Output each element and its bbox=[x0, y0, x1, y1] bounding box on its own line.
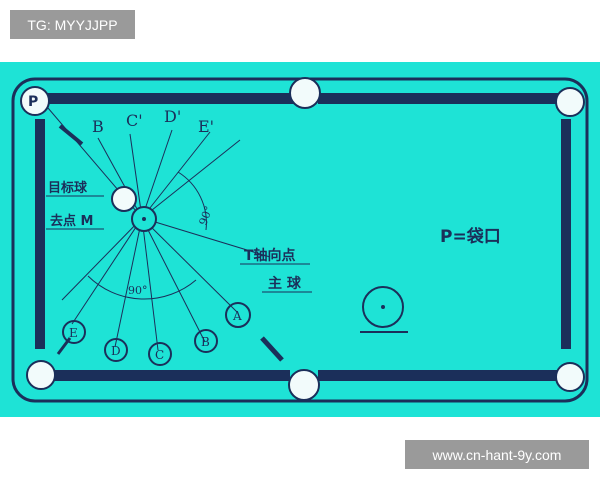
diagram-background bbox=[0, 62, 600, 417]
cushion-right bbox=[561, 119, 571, 349]
letter-b-top: B bbox=[92, 117, 104, 136]
ball-d: D bbox=[104, 338, 128, 362]
watermark-tag: TG: MYYJJPP bbox=[10, 10, 135, 39]
pocket-top-left: P bbox=[20, 86, 50, 116]
pocket-label: P bbox=[28, 94, 38, 110]
cushion-left bbox=[35, 119, 45, 349]
letter-c-top: C' bbox=[126, 111, 143, 130]
angle-label-lower: 90° bbox=[128, 284, 148, 297]
t-line-label: T轴向点 bbox=[244, 247, 296, 264]
angle-arc-lower bbox=[87, 275, 197, 300]
svg-text:E: E bbox=[69, 326, 78, 340]
cue-stick-bottom bbox=[260, 336, 284, 362]
ball-a-cue: A bbox=[225, 302, 251, 328]
pocket-top-middle bbox=[289, 77, 321, 109]
cushion-bottom-left bbox=[44, 370, 290, 381]
target-ball-label: 目标球 bbox=[48, 180, 88, 196]
cushion-top-left bbox=[44, 93, 294, 104]
pocket-bottom-left bbox=[26, 360, 56, 390]
ball-b: B bbox=[194, 329, 218, 353]
pocket-top-right bbox=[555, 87, 585, 117]
svg-text:D: D bbox=[111, 344, 121, 358]
pocket-legend: P=袋口 bbox=[440, 226, 501, 247]
svg-text:A: A bbox=[232, 309, 242, 323]
sample-ball bbox=[360, 286, 408, 333]
letter-e-top: E' bbox=[198, 117, 214, 136]
ghost-ball-center bbox=[142, 217, 146, 221]
website-badge: www.cn-hant-9y.com bbox=[405, 440, 589, 469]
angle-arc-upper bbox=[177, 171, 207, 231]
target-ball bbox=[111, 186, 137, 212]
angle-label-upper: 90° bbox=[197, 204, 216, 227]
svg-text:C: C bbox=[155, 348, 164, 362]
svg-text:B: B bbox=[201, 335, 210, 349]
cue-stick-top bbox=[58, 124, 84, 146]
pocket-bottom-middle bbox=[288, 369, 320, 401]
letter-d-top: D' bbox=[164, 107, 181, 126]
aim-point-label: 去点 M bbox=[50, 213, 93, 229]
cushion-top-right bbox=[318, 93, 558, 104]
ball-e: E bbox=[62, 320, 86, 344]
cue-ball-label: 主 球 bbox=[268, 275, 302, 292]
billiards-diagram: P B C' D' E' E D bbox=[0, 62, 600, 417]
cushion-bottom-right bbox=[318, 370, 558, 381]
pocket-bottom-right bbox=[555, 362, 585, 392]
ball-c: C bbox=[148, 342, 172, 366]
